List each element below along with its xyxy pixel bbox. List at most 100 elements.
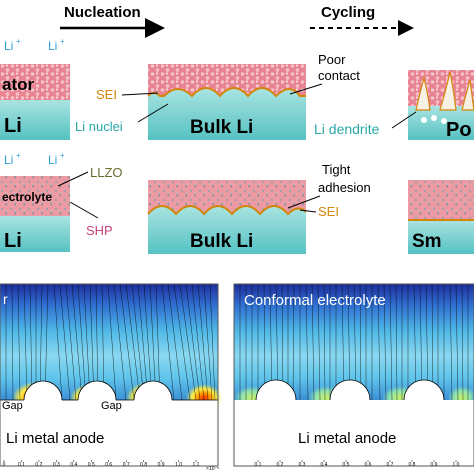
li-dendrite-pointer <box>391 111 417 129</box>
axis-tick-label: 0.1 <box>18 462 25 468</box>
axis-tick-label: 1.0 <box>175 462 182 468</box>
axis-tick-label: 0.3 <box>299 462 306 468</box>
anode-label: Li metal anode <box>6 430 104 447</box>
top-panel-initial: Li + Li + ator Li <box>0 37 70 140</box>
li-ion-charge: + <box>60 151 65 160</box>
li-dendrite-shape <box>461 79 474 111</box>
sei-pointer <box>299 209 317 213</box>
panel-title: r <box>3 291 8 307</box>
x-axis-ticks: 0.1 0.2 0.3 0.4 0.5 0.6 0.7 0.8 0.9 1.0 <box>255 460 460 468</box>
axis-tick-label: 0.2 <box>277 462 284 468</box>
poor-contact-label: Poor <box>318 52 346 67</box>
li-metal-layer <box>408 106 474 140</box>
tight-adhesion-label: Tight <box>322 162 351 177</box>
li-ion-charge: + <box>16 37 21 46</box>
electrolyte-label: ectrolyte <box>2 190 52 204</box>
nucleation-label: Nucleation <box>64 4 141 21</box>
top-panel-dendrite: Po Li dendrite <box>314 70 474 141</box>
electrolyte-layer <box>408 180 474 220</box>
simulation-right: Conformal electrolyte Li metal anode 0.1… <box>233 283 474 468</box>
li-anode-region <box>234 380 474 460</box>
field-lines <box>239 283 469 401</box>
li-ion-charge: + <box>16 151 21 160</box>
li-nuclei-outline <box>23 380 173 401</box>
separator-label: ator <box>2 75 35 94</box>
li-dendrite-label: Li dendrite <box>314 121 380 137</box>
gap-label: Gap <box>101 400 122 412</box>
axis-tick-label: 0.4 <box>70 462 77 468</box>
axis-tick-label: 0 <box>3 462 6 468</box>
axis-tick-label: 0.1 <box>255 462 262 468</box>
shp-label: SHP <box>86 223 113 238</box>
top-row: Li + Li + ator Li Bulk Li SEI Li nuclei … <box>0 37 474 141</box>
shp-pointer <box>69 201 99 219</box>
poor-contact-label: contact <box>318 68 360 83</box>
cycling-label: Cycling <box>321 4 375 21</box>
axis-tick-label: 0.5 <box>343 462 350 468</box>
li-nuclei-surface <box>148 88 306 140</box>
axis-tick-label: 0.8 <box>409 462 416 468</box>
dead-li-particle <box>441 118 447 124</box>
axis-tick-label: 1.0 <box>453 462 460 468</box>
middle-row: Li + Li + ectrolyte Li LLZO SHP Bulk Li … <box>0 151 474 254</box>
panel-frame <box>233 283 474 467</box>
anode-label: Li metal anode <box>298 430 396 447</box>
field-lines <box>5 283 216 401</box>
porous-li-label: Po <box>446 119 472 141</box>
li-metal-label: Li <box>4 115 22 137</box>
li-ion-label: Li <box>48 39 57 53</box>
li-metal-layer <box>0 100 70 140</box>
li-dendrite-shape <box>415 75 431 111</box>
bulk-li-label: Bulk Li <box>190 231 253 252</box>
llzo-label: LLZO <box>90 165 123 180</box>
sei-layer <box>147 87 306 98</box>
li-nuclei-outline <box>255 379 445 401</box>
header: Nucleation Cycling <box>60 4 414 38</box>
li-nuclei-pointer <box>137 103 169 123</box>
axis-tick-label: 0.4 <box>321 462 328 468</box>
li-metal-layer <box>408 220 474 254</box>
top-panel-nucleation: Bulk Li SEI Li nuclei Poor contact <box>75 52 360 140</box>
li-ion-label: Li <box>4 153 13 167</box>
li-nuclei-label: Li nuclei <box>75 119 123 134</box>
li-anode-region <box>0 381 218 460</box>
poor-contact-pointer <box>289 83 323 95</box>
sei-label: SEI <box>318 204 339 219</box>
llzo-pointer <box>57 171 89 187</box>
tight-adhesion-label: adhesion <box>318 180 371 195</box>
li-nuclei-surface <box>148 206 306 254</box>
li-ion-label: Li <box>4 39 13 53</box>
tight-adhesion-pointer <box>287 195 321 209</box>
axis-exponent: ×10⁻⁵ <box>206 466 219 472</box>
axis-tick-label: 1.1 <box>193 462 200 468</box>
dead-li-particle <box>431 115 437 121</box>
li-metal-layer <box>0 216 70 252</box>
li-metal-label: Li <box>4 230 22 252</box>
separator-layer <box>0 64 70 100</box>
bulk-li-label: Bulk Li <box>190 117 253 138</box>
axis-tick-label: 0.7 <box>123 462 130 468</box>
li-ion-label: Li <box>48 153 57 167</box>
sei-pointer <box>121 92 159 96</box>
axis-tick-label: 0.5 <box>88 462 95 468</box>
smooth-li-label: Sm <box>412 231 442 252</box>
panel-frame <box>0 283 219 467</box>
li-ion-charge: + <box>60 37 65 46</box>
dead-li-particle <box>421 117 427 123</box>
axis-tick-label: 0.3 <box>53 462 60 468</box>
middle-panel-cycling: Sm <box>408 180 474 254</box>
panel-title: Conformal electrolyte <box>244 292 386 309</box>
li-dendrite-shape <box>439 71 457 111</box>
axis-tick-label: 0.8 <box>140 462 147 468</box>
sei-layer <box>147 205 307 216</box>
axis-tick-label: 0.6 <box>365 462 372 468</box>
middle-panel-initial: Li + Li + ectrolyte Li LLZO SHP <box>0 151 123 252</box>
axis-tick-label: 0.6 <box>105 462 112 468</box>
axis-tick-label: 0.2 <box>35 462 42 468</box>
axis-tick-label: 0.9 <box>431 462 438 468</box>
axis-tick-label: 0.7 <box>387 462 394 468</box>
electrolyte-layer <box>0 176 70 216</box>
sei-label: SEI <box>96 87 117 102</box>
